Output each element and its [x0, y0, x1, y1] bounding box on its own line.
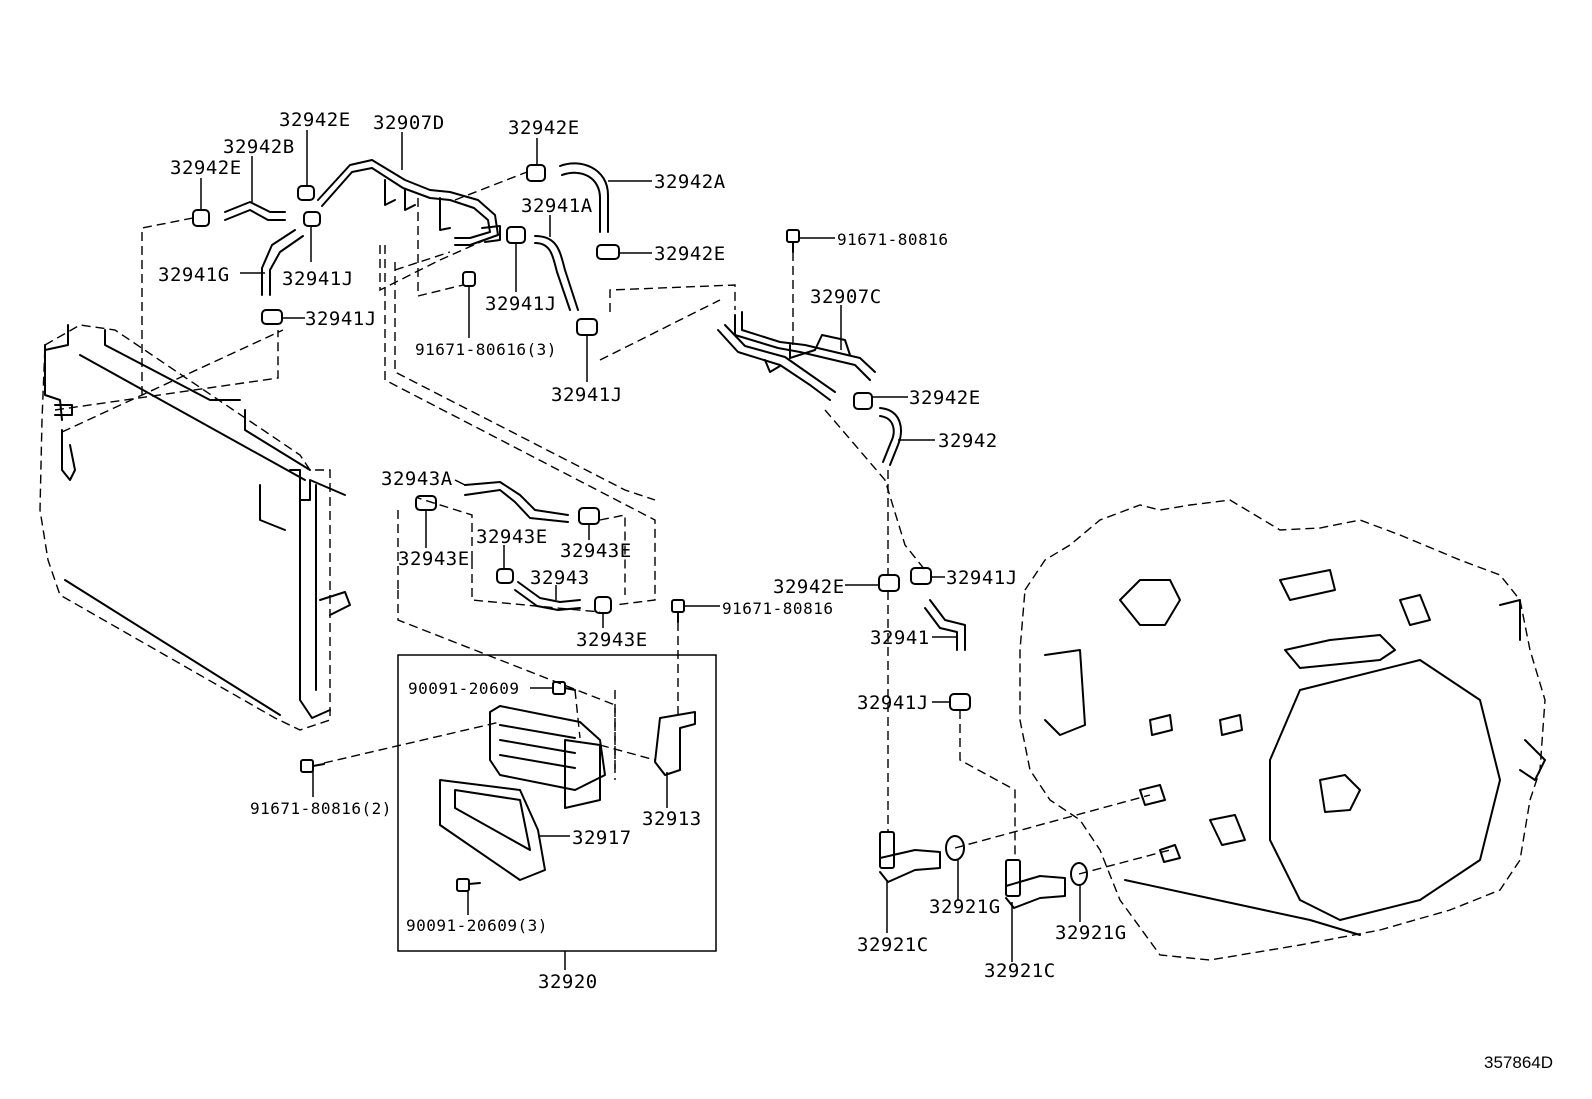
label-32917: 32917 [572, 827, 632, 849]
label-32907D: 32907D [373, 112, 445, 134]
transmission-housing [1019, 499, 1546, 961]
label-32943E: 32943E [476, 526, 548, 548]
pipe-32907D [317, 159, 501, 246]
radiator-assembly [39, 324, 351, 731]
label-32943E: 32943E [398, 548, 470, 570]
label-32941J: 32941J [485, 293, 557, 315]
label-91671-80816: 91671-80816 [722, 599, 834, 618]
pipe-32907C [717, 311, 902, 466]
label-32942: 32942 [938, 430, 998, 452]
label-32941A: 32941A [521, 195, 593, 217]
label-32943E: 32943E [576, 629, 648, 651]
label-32943E: 32943E [560, 540, 632, 562]
label-32941J: 32941J [551, 384, 623, 406]
label-32941J: 32941J [305, 308, 377, 330]
label-32942E: 32942E [508, 117, 580, 139]
label-32942B: 32942B [223, 136, 295, 158]
hoses-lower-center [415, 481, 612, 614]
label-32941: 32941 [870, 627, 930, 649]
oil-cooler-box [397, 654, 717, 952]
label-32941J: 32941J [282, 268, 354, 290]
label-32943A: 32943A [381, 468, 453, 490]
label-91671-80616-3: 91671-80616(3) [415, 340, 557, 359]
label-91671-80816: 91671-80816 [837, 230, 949, 249]
label-32921G: 32921G [1055, 922, 1127, 944]
leader-lines [200, 130, 1081, 970]
diagram-ref-code: 357864D [1484, 1053, 1554, 1072]
label-91671-80816-2: 91671-80816(2) [250, 799, 392, 818]
dashed-connectors [54, 171, 1171, 875]
fittings-lower-right [878, 567, 1088, 909]
label-32942E: 32942E [170, 157, 242, 179]
label-32942E: 32942E [654, 243, 726, 265]
hoses-upper-left [224, 162, 609, 311]
label-32941J: 32941J [857, 692, 929, 714]
label-32941J: 32941J [946, 567, 1018, 589]
label-32941G: 32941G [158, 264, 230, 286]
label-32942E: 32942E [773, 576, 845, 598]
label-32921C: 32921C [984, 960, 1056, 982]
bolts [300, 229, 800, 892]
label-32920: 32920 [538, 971, 598, 993]
label-32942E: 32942E [279, 109, 351, 131]
label-32921C: 32921C [857, 934, 929, 956]
label-32942A: 32942A [654, 171, 726, 193]
label-32907C: 32907C [810, 286, 882, 308]
label-32942E: 32942E [909, 387, 981, 409]
label-32921G: 32921G [929, 896, 1001, 918]
label-32943: 32943 [530, 567, 590, 589]
label-90091-20609-3: 90091-20609(3) [406, 916, 548, 935]
label-32913: 32913 [642, 808, 702, 830]
label-90091-20609: 90091-20609 [408, 679, 520, 698]
